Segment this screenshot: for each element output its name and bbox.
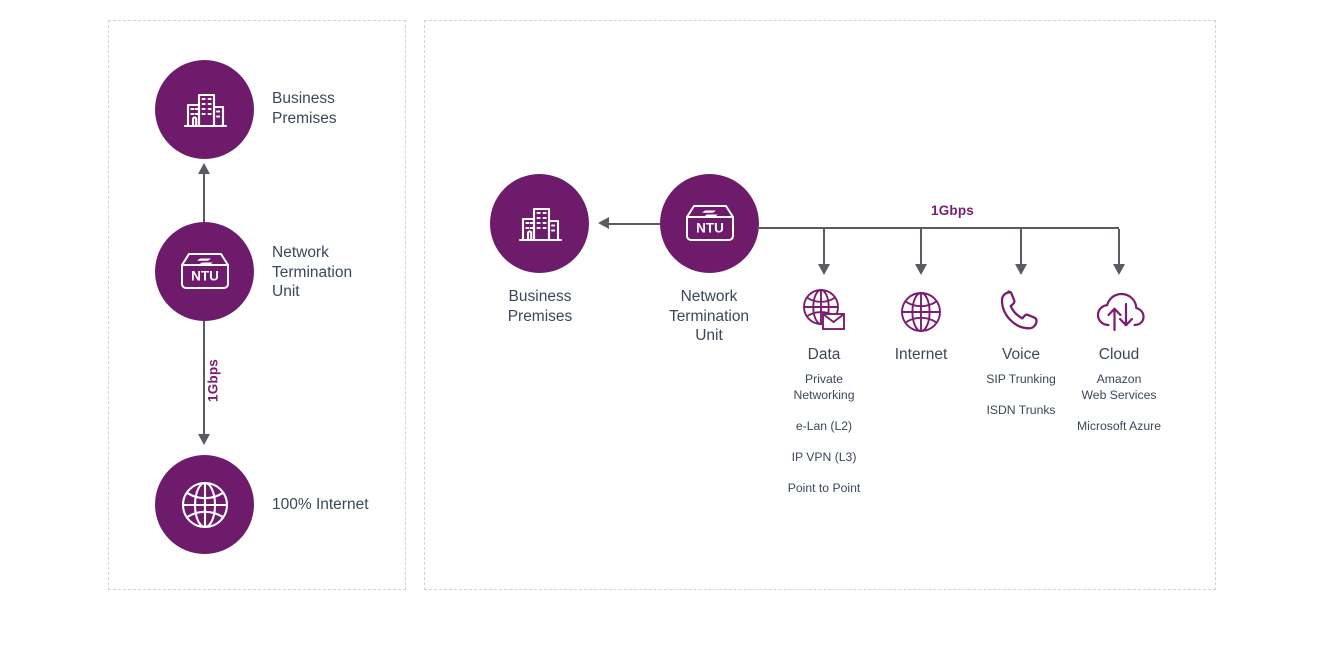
svg-text:NTU: NTU — [696, 220, 724, 235]
panel-left — [108, 20, 406, 590]
globe-icon — [179, 479, 231, 531]
globe-envelope-icon — [749, 283, 899, 341]
right-drop-line-cloud — [1118, 229, 1120, 267]
left-link-ntu-to-premises-line — [203, 172, 205, 222]
left-label-business-premises: Business Premises — [272, 90, 337, 127]
left-speed-label: 1Gbps — [205, 359, 221, 403]
left-node-internet[interactable] — [155, 455, 254, 554]
right-link-ntu-to-premises-arrowhead — [598, 217, 609, 229]
service-title-internet: Internet — [894, 346, 948, 363]
right-node-ntu[interactable]: NTU — [660, 174, 759, 273]
right-drop-arrowhead-data — [817, 264, 830, 275]
right-label-ntu: Network Termination Unit — [668, 288, 750, 344]
service-data[interactable]: Data Private Networking e-Lan (L2) IP VP… — [749, 283, 899, 496]
phone-handset-icon — [946, 283, 1096, 341]
right-drop-line-internet — [920, 229, 922, 267]
panel-right — [424, 20, 1216, 590]
cloud-sync-icon — [1044, 283, 1194, 341]
service-details-data: Private Networking e-Lan (L2) IP VPN (L3… — [787, 372, 861, 495]
service-title-voice: Voice — [1002, 346, 1040, 363]
right-drop-arrowhead-internet — [914, 264, 927, 275]
globe-icon — [846, 283, 996, 341]
service-internet[interactable]: Internet — [846, 283, 996, 372]
right-drop-line-data — [823, 229, 825, 267]
left-node-business-premises[interactable] — [155, 60, 254, 159]
service-details-voice: SIP Trunking ISDN Trunks — [986, 372, 1056, 417]
right-drop-arrowhead-voice — [1014, 264, 1027, 275]
service-title-data: Data — [807, 346, 841, 363]
service-cloud[interactable]: Cloud Amazon Web Services Microsoft Azur… — [1044, 283, 1194, 434]
office-building-icon — [180, 85, 230, 135]
service-details-cloud: Amazon Web Services Microsoft Azure — [1077, 372, 1161, 433]
right-drop-line-voice — [1020, 229, 1022, 267]
ntu-box-icon: NTU — [683, 201, 737, 247]
right-bus-speed-label: 1Gbps — [930, 203, 974, 218]
office-building-icon — [515, 199, 565, 249]
left-link-ntu-to-premises-arrowhead — [197, 163, 210, 174]
left-label-ntu: Network Termination Unit — [272, 244, 353, 300]
right-label-business-premises: Business Premises — [507, 288, 573, 325]
left-label-internet: 100% Internet — [272, 496, 369, 513]
left-link-ntu-to-internet-arrowhead — [197, 434, 210, 445]
service-voice[interactable]: Voice SIP Trunking ISDN Trunks — [946, 283, 1096, 419]
left-link-ntu-to-internet-line — [203, 321, 205, 436]
ntu-box-icon: NTU — [178, 249, 232, 295]
right-node-business-premises[interactable] — [490, 174, 589, 273]
left-node-ntu[interactable]: NTU — [155, 222, 254, 321]
svg-text:NTU: NTU — [191, 268, 219, 283]
right-bus-line — [757, 227, 1119, 229]
right-link-ntu-to-premises-line — [609, 222, 661, 225]
service-title-cloud: Cloud — [1098, 346, 1140, 363]
right-drop-arrowhead-cloud — [1112, 264, 1125, 275]
